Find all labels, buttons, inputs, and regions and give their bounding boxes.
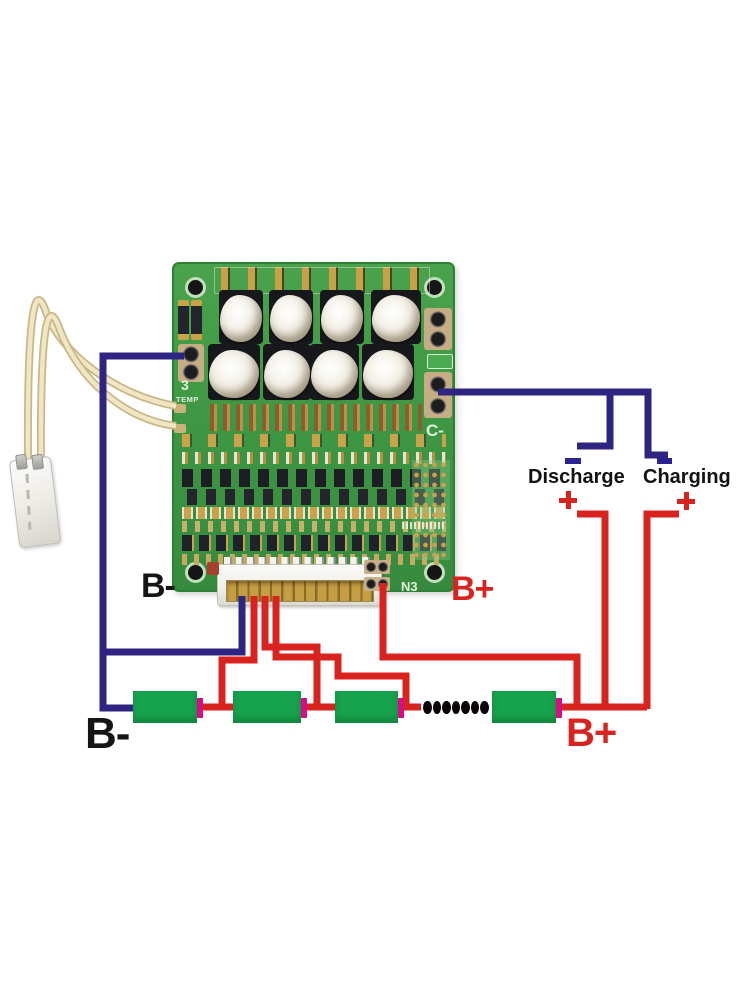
temperature-switch <box>8 453 62 549</box>
temp-sensor-wire <box>38 313 177 467</box>
continuation-dot <box>442 700 451 714</box>
wire-crimp <box>15 453 28 470</box>
series-continuation-dots <box>423 700 491 714</box>
wire-charging-negative <box>438 388 668 459</box>
smd-row <box>182 452 446 464</box>
wire-crimp <box>31 453 45 470</box>
smd-row <box>182 434 446 447</box>
smd-part <box>207 562 219 575</box>
label-pack-b-minus: B- <box>85 709 130 758</box>
mounting-hole-top-left <box>185 277 206 298</box>
temp-sensor-wire <box>36 312 177 467</box>
junction-diamond <box>213 698 231 716</box>
battery-cell-1 <box>133 691 197 723</box>
label-pack-b-plus: B+ <box>566 711 617 755</box>
top-solder-pads <box>214 267 430 294</box>
cell-terminal <box>556 698 562 718</box>
temp-wire-solder <box>174 404 186 413</box>
cell-terminal <box>398 698 404 718</box>
continuation-dot <box>432 700 441 714</box>
cell-terminal <box>301 698 307 718</box>
cell-terminal <box>197 698 203 718</box>
plus-icon <box>677 492 695 510</box>
smd-row <box>182 535 446 551</box>
mounting-hole-bottom-left <box>185 562 206 583</box>
smd-row <box>182 521 446 532</box>
continuation-dot <box>470 700 479 714</box>
fuse-component <box>191 300 202 340</box>
silkscreen-temp: TEMP <box>176 395 199 404</box>
aux-pad-holes <box>364 560 390 574</box>
temp-sensor-wire <box>25 297 177 463</box>
connector-pin-tops <box>224 557 372 565</box>
mosfet-blob <box>208 344 260 400</box>
bms-board: 3 TEMP C- N3 <box>172 262 455 606</box>
label-charging: Charging <box>643 466 731 488</box>
mounting-hole-bottom-right <box>424 562 445 583</box>
aux-pad-holes <box>364 577 390 591</box>
wire-balance-3 <box>272 596 410 706</box>
temp-wire-solder <box>174 424 186 433</box>
mosfet-blob <box>310 344 359 400</box>
continuation-dot <box>480 700 489 714</box>
mosfet-blob <box>320 290 364 344</box>
silkscreen-3: 3 <box>181 377 189 393</box>
continuation-dot <box>451 700 460 714</box>
micro-silkscreen-text <box>402 522 446 529</box>
pack-plus-pads <box>424 308 452 350</box>
label-discharge: Discharge <box>528 466 625 488</box>
wire-balance-1 <box>218 596 258 706</box>
label-bms-b-minus: B- <box>141 567 176 605</box>
junction-negative <box>97 646 109 658</box>
pad-grid-block <box>412 460 450 560</box>
minus-icon <box>657 458 672 464</box>
junction-diamond <box>402 698 420 716</box>
wire-discharge-negative <box>577 392 614 450</box>
continuation-dot <box>461 700 470 714</box>
plus-icon <box>559 491 577 509</box>
label-bms-b-plus: B+ <box>451 570 494 608</box>
balance-connector <box>217 564 382 606</box>
wire-balance-2 <box>261 596 321 706</box>
mosfet-blob <box>371 290 421 344</box>
charge-minus-pads <box>424 372 452 418</box>
silkscreen-c-minus: C- <box>426 421 444 440</box>
wire-discharge-positive <box>577 510 609 709</box>
mosfet-blob <box>269 290 313 344</box>
mosfet-blob <box>219 290 263 344</box>
minus-icon <box>565 458 581 464</box>
silkscreen-n3: N3 <box>401 579 418 594</box>
wire-charging-positive <box>643 510 679 709</box>
battery-cell-3 <box>335 691 398 723</box>
temp-sensor-wire <box>23 296 177 463</box>
smd-row <box>182 469 446 487</box>
mosfet-legs <box>210 404 422 431</box>
battery-cell-2 <box>233 691 301 723</box>
mosfet-blob <box>362 344 414 400</box>
jumper-component <box>427 354 453 369</box>
junction-diamond <box>308 698 326 716</box>
battery-cell-4 <box>492 691 556 723</box>
connector-pins <box>226 580 374 602</box>
mosfet-blob <box>263 344 311 400</box>
smd-row <box>182 489 446 505</box>
smd-row <box>182 507 446 519</box>
continuation-dot <box>423 700 432 714</box>
fuse-component <box>178 300 189 340</box>
